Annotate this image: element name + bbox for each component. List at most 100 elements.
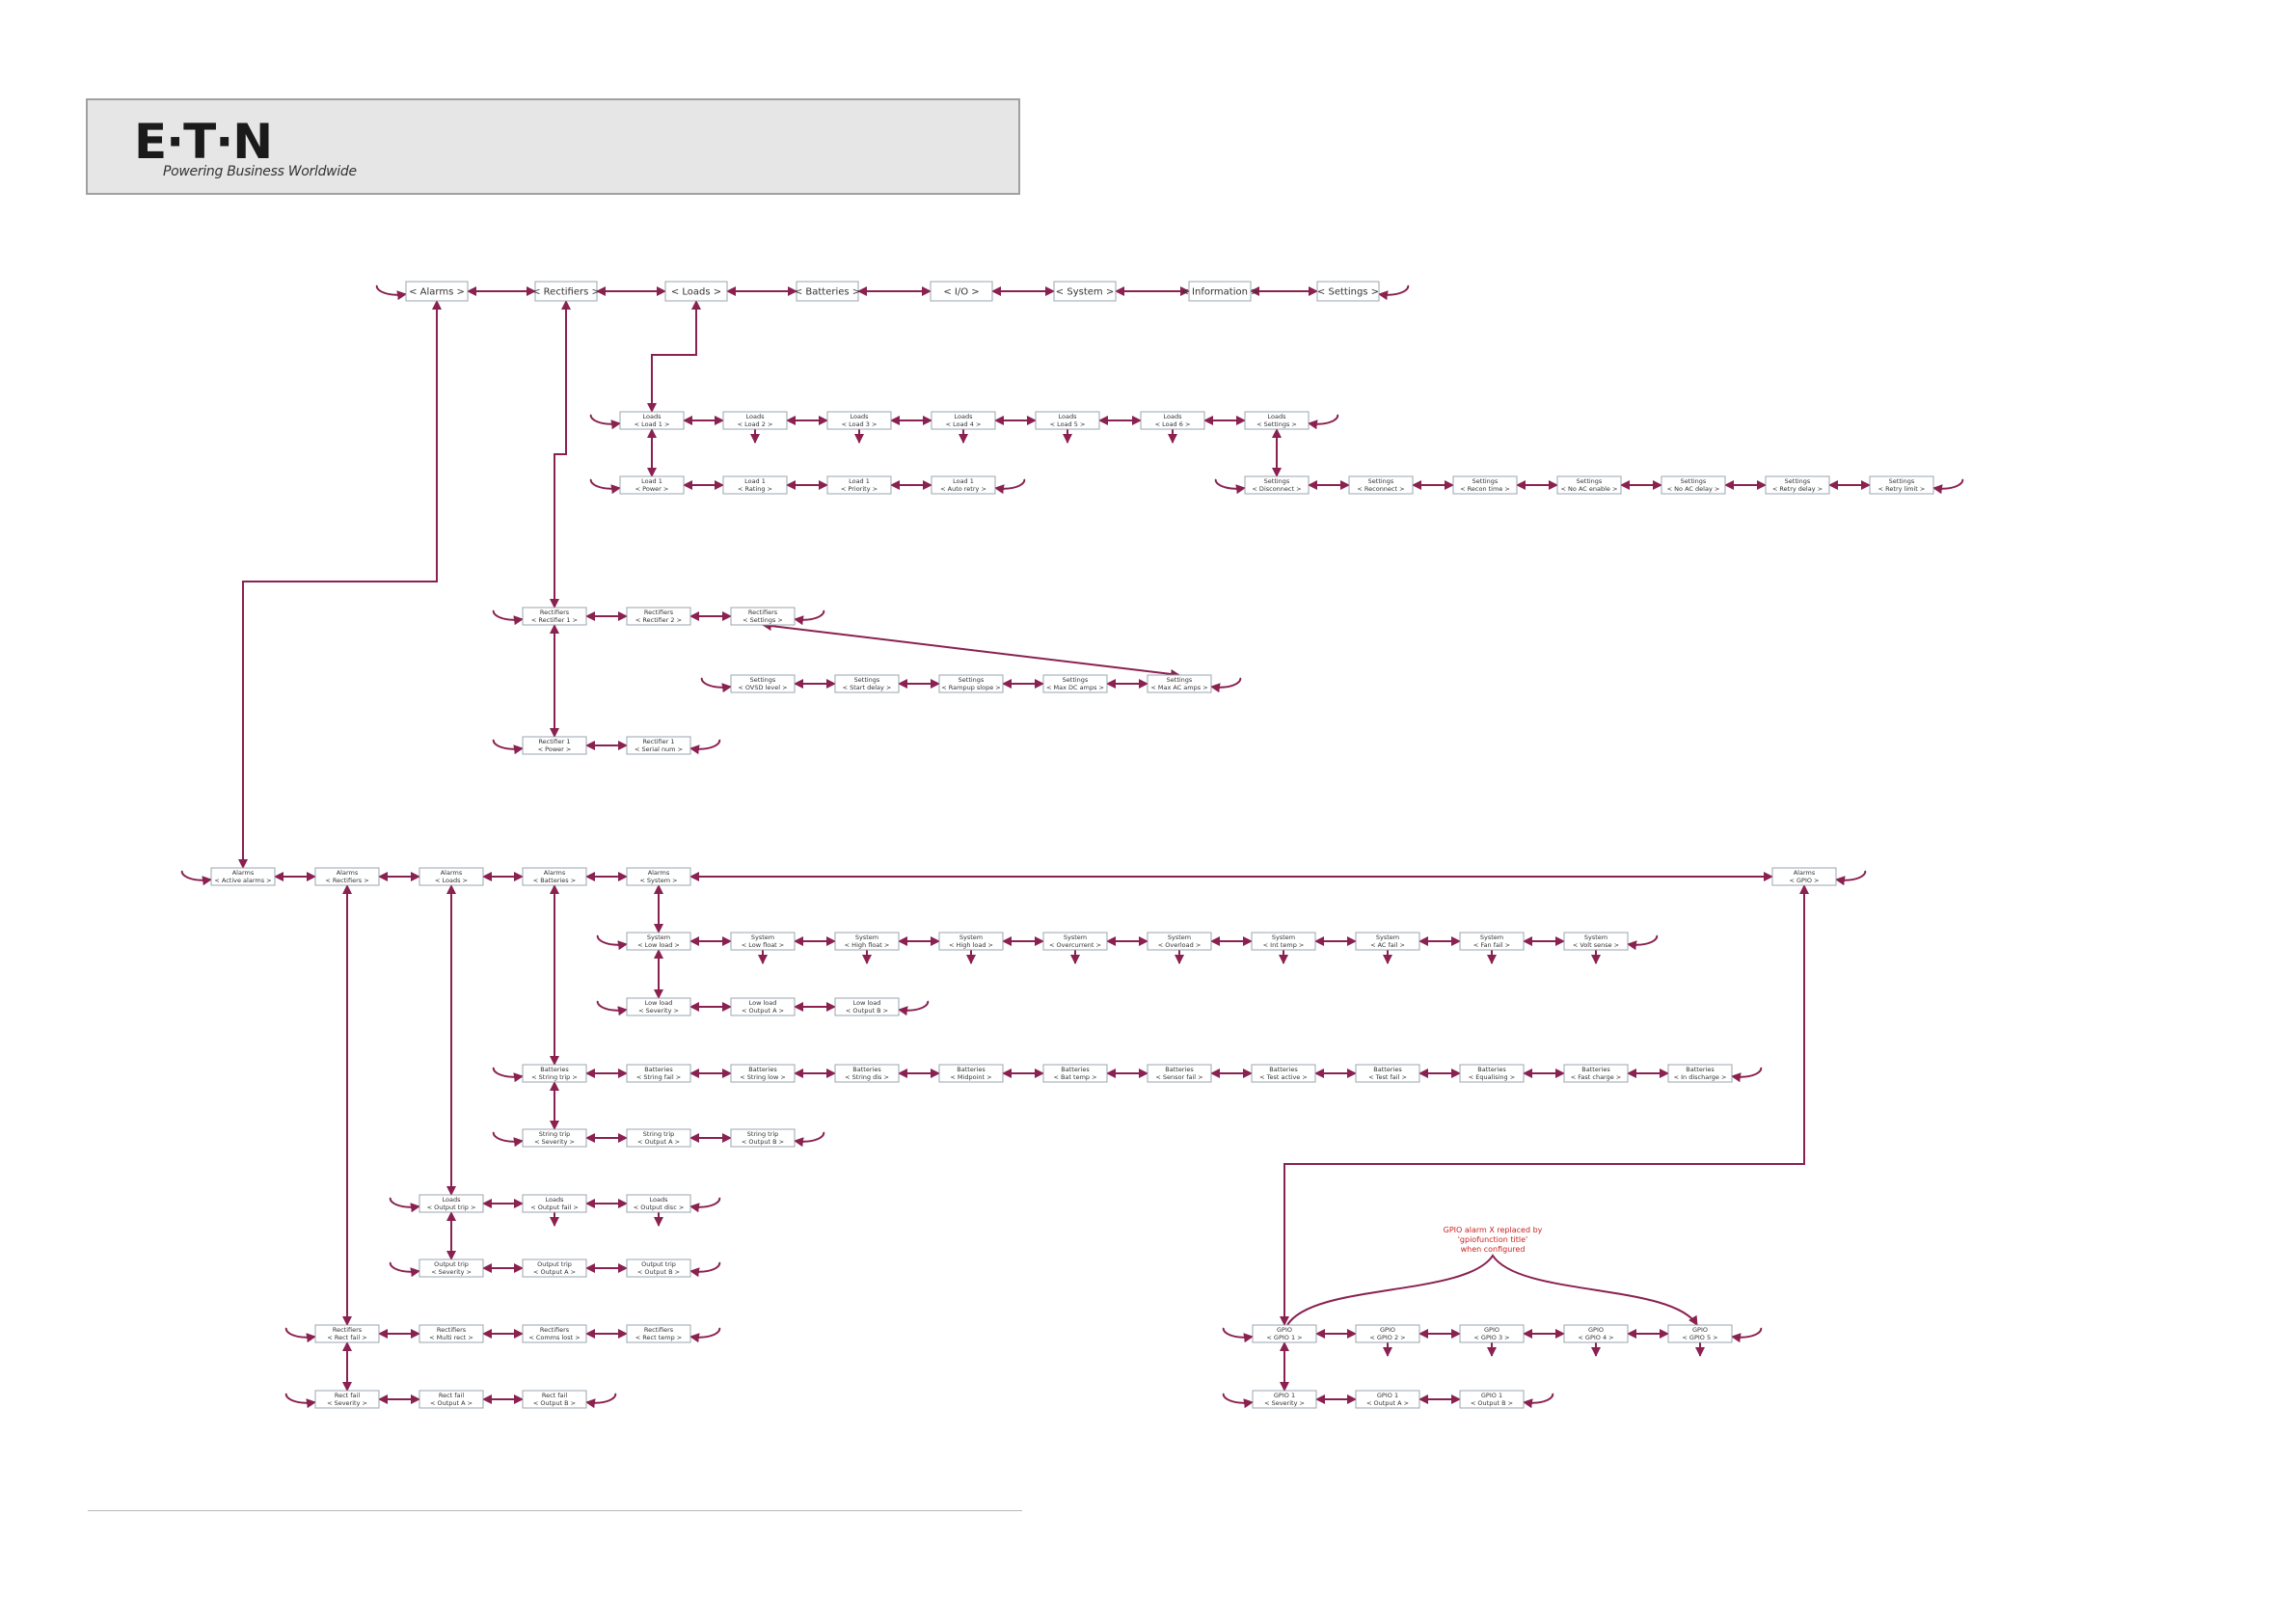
menu-node-rf-outa: Rect fail< Output A > xyxy=(419,1390,484,1409)
menu-node-box xyxy=(1147,932,1212,951)
menu-node-title: String trip xyxy=(643,1130,675,1138)
menu-node-box xyxy=(826,411,892,430)
menu-node-option: < In discharge > xyxy=(1674,1073,1727,1081)
menu-node-option: < Equalising > xyxy=(1469,1073,1515,1081)
wrap-loop-right-ll-outb xyxy=(898,1000,930,1016)
menu-node-rf-outb: Rect fail< Output B > xyxy=(522,1390,587,1409)
menu-node-box xyxy=(1042,932,1108,951)
menu-node-option: < Settings > xyxy=(1256,420,1297,428)
menu-node-option: < High load > xyxy=(949,941,993,949)
menu-node-title: < Information > xyxy=(1180,287,1258,298)
menu-node-al-rectifiers: Alarms< Rectifiers > xyxy=(314,867,380,886)
menu-node-option: < Max AC amps > xyxy=(1150,684,1207,691)
menu-node-r1-power: Rectifier 1< Power > xyxy=(522,736,587,755)
menu-node-box xyxy=(730,674,796,693)
menu-node-box xyxy=(730,997,796,1016)
menu-node-option: < Load 4 > xyxy=(946,420,982,428)
menu-node-option: < Output trip > xyxy=(427,1204,476,1211)
menu-node-box xyxy=(1147,674,1212,693)
wrap-loop-left-al-active xyxy=(180,870,212,886)
wrap-loop-left-rect-rect1 xyxy=(492,609,524,626)
menu-node-option: < Rect temp > xyxy=(635,1334,682,1341)
menu-node-top-alarms: < Alarms > xyxy=(405,281,469,302)
menu-node-box xyxy=(834,674,900,693)
menu-node-box xyxy=(522,1324,587,1343)
menu-node-title: Settings xyxy=(1472,477,1499,485)
menu-node-title: GPIO xyxy=(1588,1326,1604,1334)
menu-node-box xyxy=(1765,475,1830,495)
eaton-logo: E·T·N xyxy=(134,114,273,170)
menu-node-option: < Load 6 > xyxy=(1155,420,1191,428)
menu-node-box xyxy=(210,867,276,886)
tagline: Powering Business Worldwide xyxy=(163,164,357,179)
menu-node-option: < Int temp > xyxy=(1263,941,1305,949)
menu-node-title: Rectifier 1 xyxy=(538,738,570,745)
menu-node-box xyxy=(1251,1064,1316,1083)
menu-node-title: Loads xyxy=(643,413,662,420)
menu-node-title: Output trip xyxy=(537,1260,572,1268)
menu-node-title: GPIO xyxy=(1484,1326,1499,1334)
menu-node-title: Alarms xyxy=(544,869,566,877)
menu-node-title: Batteries xyxy=(852,1066,881,1073)
menu-node-option: < Multi rect > xyxy=(429,1334,473,1341)
menu-node-option: < Test active > xyxy=(1259,1073,1308,1081)
wrap-loop-left-r1-power xyxy=(492,739,524,755)
menu-node-box xyxy=(1355,1324,1420,1343)
menu-node-box xyxy=(1147,1064,1212,1083)
header-banner: E·T·N Powering Business Worldwide xyxy=(86,98,1020,195)
menu-node-option: < Power > xyxy=(635,485,669,493)
wrap-loop-right-al-loads-outdisc xyxy=(689,1197,721,1213)
menu-node-title: GPIO 1 xyxy=(1377,1392,1398,1399)
menu-node-bat-stringdis: Batteries< String dis > xyxy=(834,1064,900,1083)
menu-node-sys-highfloat: System< High float > xyxy=(834,932,900,951)
menu-node-title: Rect fail xyxy=(542,1392,567,1399)
wrap-loop-right-loads-settings xyxy=(1308,414,1339,430)
edge-top-rectifiers-rect-rect1 xyxy=(550,300,571,609)
menu-node-title: GPIO 1 xyxy=(1274,1392,1295,1399)
menu-node-title: < Rectifiers > xyxy=(532,287,600,298)
menu-node-title: System xyxy=(1376,934,1399,941)
menu-node-ll-outb: Low load< Output B > xyxy=(834,997,900,1016)
menu-node-al-loads-outtrip: Loads< Output trip > xyxy=(419,1194,484,1213)
menu-node-title: String trip xyxy=(539,1130,571,1138)
menu-node-option: < String dis > xyxy=(845,1073,889,1081)
menu-node-title: < I/O > xyxy=(943,287,979,298)
menu-node-title: Batteries xyxy=(540,1066,569,1073)
menu-node-title: System xyxy=(647,934,670,941)
menu-node-title: Loads xyxy=(1164,413,1183,420)
menu-node-box xyxy=(1667,1324,1733,1343)
menu-node-top-loads: < Loads > xyxy=(664,281,728,302)
menu-node-ot-severity: Output trip< Severity > xyxy=(419,1259,484,1278)
menu-node-option: < Batteries > xyxy=(533,877,576,884)
menu-node-title: Batteries xyxy=(1373,1066,1402,1073)
menu-node-option: < Retry limit > xyxy=(1878,485,1926,493)
gpio-note-brace xyxy=(1286,1254,1698,1326)
menu-node-al-rect-rectfail: Rectifiers< Rect fail > xyxy=(314,1324,380,1343)
menu-node-title: GPIO xyxy=(1277,1326,1292,1334)
menu-node-al-loads-outdisc: Loads< Output disc > xyxy=(626,1194,691,1213)
menu-node-option: < System > xyxy=(639,877,677,884)
menu-node-option: < Load 5 > xyxy=(1050,420,1086,428)
menu-node-box xyxy=(419,1324,484,1343)
menu-node-title: Loads xyxy=(851,413,870,420)
menu-node-gpio-2: GPIO< GPIO 2 > xyxy=(1355,1324,1420,1343)
menu-node-box xyxy=(1316,281,1380,302)
menu-node-option: < GPIO > xyxy=(1789,877,1819,884)
menu-node-option: < Volt sense > xyxy=(1573,941,1619,949)
menu-node-box xyxy=(1771,867,1837,886)
menu-node-title: Output trip xyxy=(641,1260,676,1268)
menu-node-box xyxy=(730,1064,796,1083)
menu-node-option: < Bat temp > xyxy=(1053,1073,1096,1081)
menu-node-bat-testactive: Batteries< Test active > xyxy=(1251,1064,1316,1083)
menu-node-al-active: Alarms< Active alarms > xyxy=(210,867,276,886)
menu-node-lset-retrylimit: Settings< Retry limit > xyxy=(1869,475,1934,495)
menu-node-box xyxy=(1244,475,1310,495)
menu-node-title: < Loads > xyxy=(671,287,721,298)
menu-node-option: < Sensor fail > xyxy=(1155,1073,1202,1081)
menu-node-title: Batteries xyxy=(1269,1066,1298,1073)
menu-node-option: < String fail > xyxy=(636,1073,681,1081)
menu-node-title: Settings xyxy=(959,676,985,684)
menu-node-option: < Loads > xyxy=(435,877,468,884)
menu-node-title: Low load xyxy=(853,999,881,1007)
menu-node-title: GPIO 1 xyxy=(1481,1392,1502,1399)
